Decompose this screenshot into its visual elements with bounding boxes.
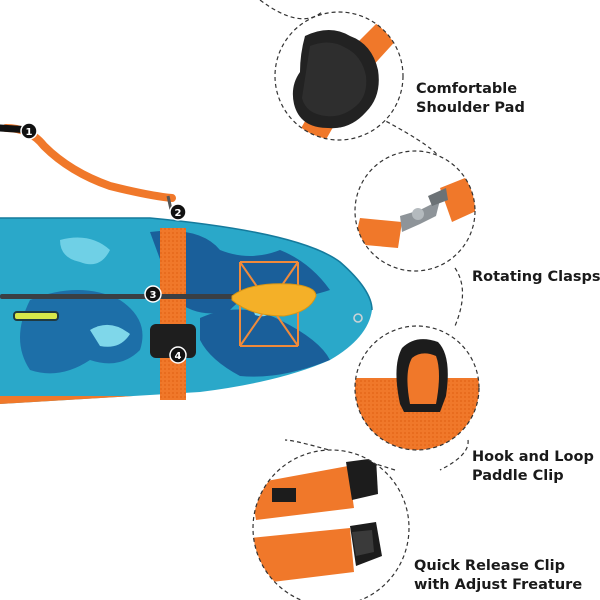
detail-quick-release (252, 449, 410, 600)
label-hook-loop-line-2: Paddle Clip (472, 468, 564, 484)
label-hook-loop-line-1: Hook and Loop (472, 449, 594, 465)
marker-4-label: 4 (175, 351, 182, 362)
detail-hook-loop (354, 325, 480, 451)
kayak-paddle (0, 283, 317, 317)
label-quick-release-line-2: with Adjust Freature (414, 577, 583, 593)
label-shoulder-pad-line-1: Comfortable (416, 81, 518, 97)
marker-4 (169, 346, 187, 364)
dashed-connector (259, 0, 469, 471)
label-shoulder-pad: Comfortable Shoulder Pad (416, 80, 525, 118)
marker-1 (20, 122, 38, 140)
marker-3-label: 3 (150, 290, 157, 301)
label-rotating-clasps: Rotating Clasps (472, 268, 600, 287)
d-ring (353, 313, 363, 323)
marker-2-label: 2 (175, 208, 182, 219)
paddle-board (0, 217, 373, 404)
marker-2 (169, 203, 187, 221)
board-handle (13, 311, 59, 321)
detail-shoulder-pad (274, 11, 404, 141)
label-quick-release: Quick Release Clip with Adjust Freature (414, 557, 582, 595)
label-quick-release-line-1: Quick Release Clip (414, 558, 565, 574)
label-shoulder-pad-line-2: Shoulder Pad (416, 100, 525, 116)
label-rotating-clasps-line-1: Rotating Clasps (472, 269, 600, 285)
marker-badges: 1 2 3 4 (20, 122, 187, 364)
marker-1-label: 1 (26, 127, 33, 138)
label-hook-loop: Hook and Loop Paddle Clip (472, 448, 594, 486)
board-strap (160, 228, 186, 400)
marker-3 (144, 285, 162, 303)
detail-rotating-clasp (354, 150, 476, 272)
